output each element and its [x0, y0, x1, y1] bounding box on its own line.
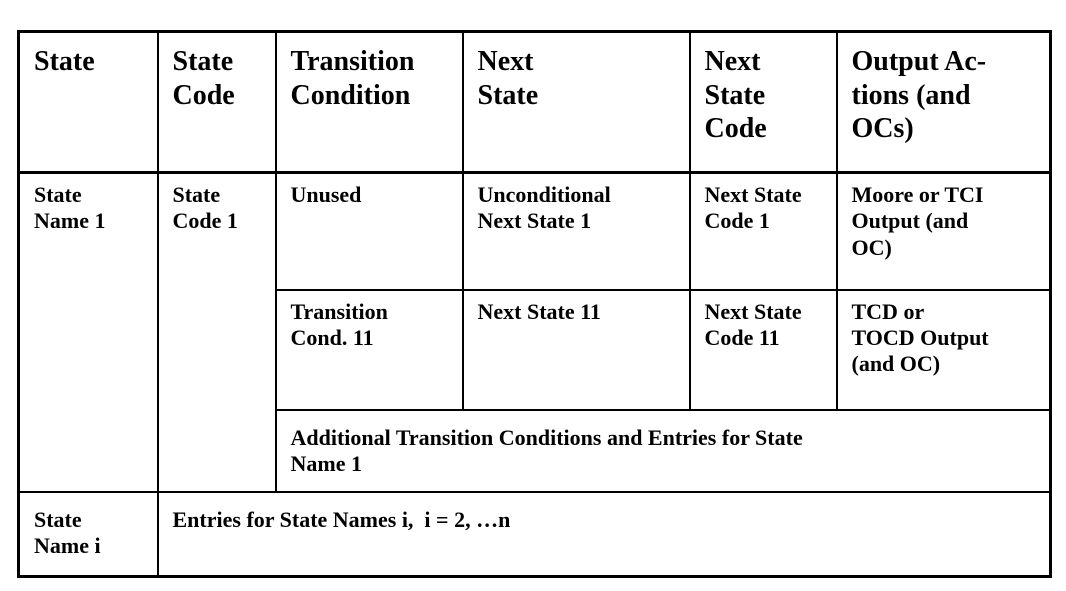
table-row: Transition Cond. 11 Next State 11 Next S… — [19, 288, 1052, 411]
next-state-code-cell: Next State Code 1 — [688, 171, 838, 291]
state-table-container: State State Code Transition Condition Ne… — [17, 30, 1052, 578]
table-row: State Name i Entries for State Names i, … — [17, 490, 1052, 578]
state-name-i-cell: State Name i — [17, 490, 159, 578]
state-name-1-cell: State Name 1 — [17, 171, 159, 493]
header-state: State — [17, 30, 159, 174]
state-code-1-cell: State Code 1 — [156, 171, 277, 493]
state-transition-table: State State Code Transition Condition Ne… — [17, 30, 1052, 578]
condition-cell: Unused — [274, 171, 464, 291]
header-row: State State Code Transition Condition Ne… — [17, 30, 1052, 174]
header-output-actions: Output Ac- tions (and OCs) — [835, 30, 1052, 174]
next-state-cell: Unconditional Next State 1 — [461, 171, 691, 291]
header-transition-condition: Transition Condition — [274, 30, 464, 174]
output-cell: Moore or TCI Output (and OC) — [835, 171, 1052, 291]
header-next-state: Next State — [461, 30, 691, 174]
header-next-state-code: Next State Code — [688, 30, 838, 174]
additional-conditions-cell: Additional Transition Conditions and Ent… — [274, 408, 1052, 493]
header-state-code: State Code — [156, 30, 277, 174]
next-state-code-cell: Next State Code 11 — [688, 288, 838, 411]
next-state-cell: Next State 11 — [461, 288, 691, 411]
entries-state-names-cell: Entries for State Names i, i = 2, …n — [156, 490, 1052, 578]
condition-cell: Transition Cond. 11 — [274, 288, 464, 411]
table-row: State Name 1 State Code 1 Unused Uncondi… — [17, 171, 1052, 493]
output-cell: TCD or TOCD Output (and OC) — [835, 288, 1052, 411]
table-row: Additional Transition Conditions and Ent… — [19, 408, 1052, 493]
